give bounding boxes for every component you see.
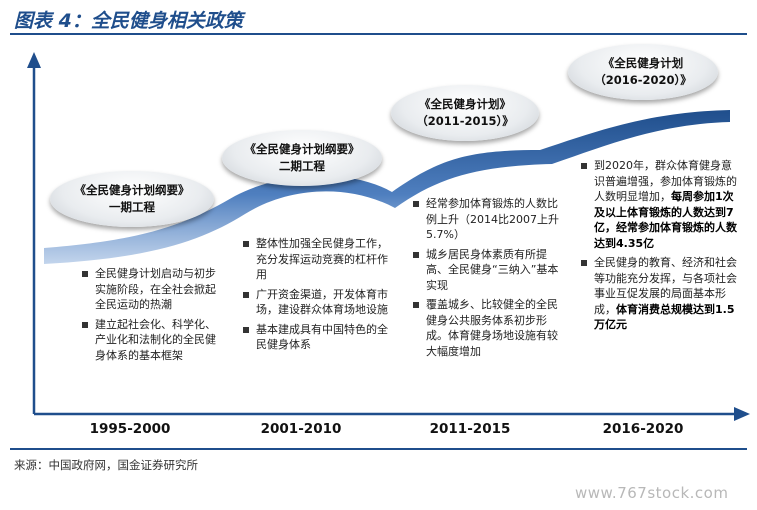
- bullet-icon: [243, 241, 249, 247]
- phase-4-details: 到2020年，群众体育健身意识普遍增强，参加体育锻炼的人数明显增加，每周参加1次…: [581, 158, 739, 337]
- top-divider: [10, 33, 747, 35]
- year-label-phase-3: 2011-2015: [429, 421, 511, 437]
- year-label-phase-4: 2016-2020: [602, 421, 684, 437]
- phase-3-item-1: 经常参加体育锻炼的人数比例上升（2014比2007上升5.7%）: [413, 196, 563, 243]
- phase-3-oval-line-1: 《全民健身计划》: [419, 97, 511, 111]
- phase-2-oval-line-1: 《全民健身计划纲要》: [244, 142, 360, 156]
- phase-4-oval-line-1: 《全民健身计划: [602, 56, 684, 70]
- phase-2-details: 整体性加强全民健身工作，充分发挥运动竞赛的杠杆作用 广开资金渠道，开发体育市场，…: [243, 236, 395, 357]
- phase-2-item-3: 基本建成具有中国特色的全民健身体系: [243, 322, 395, 353]
- phase-3-item-2-text: 城乡居民身体素质有所提高、全民健身“三纳入”基本实现: [426, 247, 559, 292]
- phase-1-item-2-text: 建立起社会化、科学化、产业化和法制化的全民健身体系的基本框架: [95, 317, 216, 362]
- phase-1-oval-line-2: 一期工程: [109, 200, 155, 214]
- bullet-icon: [413, 251, 419, 258]
- growth-band: [44, 110, 730, 264]
- phase-3-policy-oval: 《全民健身计划》 （2011-2015）》: [391, 85, 539, 141]
- bottom-divider: [10, 448, 747, 450]
- phase-2-item-1-text: 整体性加强全民健身工作，充分发挥运动竞赛的杠杆作用: [256, 237, 388, 281]
- phase-4-item-1-text: 到2020年，群众体育健身意识普遍增强，参加体育锻炼的人数明显增加，: [594, 159, 737, 203]
- phase-2-item-3-text: 基本建成具有中国特色的全民健身体系: [256, 322, 388, 352]
- phase-3-item-2: 城乡居民身体素质有所提高、全民健身“三纳入”基本实现: [413, 247, 563, 294]
- bullet-icon: [243, 291, 249, 298]
- phase-2-list: 整体性加强全民健身工作，充分发挥运动竞赛的杠杆作用 广开资金渠道，开发体育市场，…: [243, 236, 395, 353]
- bullet-icon: [82, 321, 88, 328]
- phase-4-item-1: 到2020年，群众体育健身意识普遍增强，参加体育锻炼的人数明显增加，每周参加1次…: [581, 158, 739, 251]
- phase-2-item-2-text: 广开资金渠道，开发体育市场，建设群众体育场地设施: [256, 287, 388, 317]
- phase-4-oval-line-2: （2016-2020）》: [594, 73, 692, 87]
- phase-4-item-1-highlight: 每周参加1次及以上体育锻炼的人数达到7亿，经常参加体育锻炼的人数达到4.35亿: [594, 190, 737, 250]
- phase-1-item-1-text: 全民健身计划启动与初步实施阶段，在全社会掀起全民运动的热潮: [95, 267, 216, 311]
- phase-4-policy-oval: 《全民健身计划 （2016-2020）》: [568, 44, 718, 100]
- phase-2-oval-line-2: 二期工程: [279, 159, 325, 173]
- x-axis-arrow-icon: [734, 407, 750, 421]
- phase-1-policy-oval: 《全民健身计划纲要》 一期工程: [50, 171, 214, 227]
- bullet-icon: [413, 302, 419, 308]
- bullet-icon: [243, 326, 249, 333]
- phase-1-list: 全民健身计划启动与初步实施阶段，在全社会掀起全民运动的热潮 建立起社会化、科学化…: [82, 266, 226, 363]
- phase-1-item-2: 建立起社会化、科学化、产业化和法制化的全民健身体系的基本框架: [82, 317, 226, 364]
- phase-4-item-2-text: 全民健身的教育、经济和社会等功能充分发挥，与各项社会事业互促发展的局面基本形成，: [594, 256, 737, 316]
- year-label-phase-1: 1995-2000: [89, 421, 171, 437]
- phase-4-list: 到2020年，群众体育健身意识普遍增强，参加体育锻炼的人数明显增加，每周参加1次…: [581, 158, 739, 333]
- source-note: 来源：中国政府网，国金证券研究所: [14, 458, 198, 472]
- phase-3-details: 经常参加体育锻炼的人数比例上升（2014比2007上升5.7%） 城乡居民身体素…: [413, 196, 563, 363]
- bullet-icon: [581, 163, 587, 169]
- phase-2-policy-oval: 《全民健身计划纲要》 二期工程: [222, 130, 382, 186]
- phase-3-oval-line-2: （2011-2015）》: [416, 114, 514, 128]
- phase-2-item-1: 整体性加强全民健身工作，充分发挥运动竞赛的杠杆作用: [243, 236, 395, 283]
- bullet-icon: [581, 260, 587, 266]
- site-watermark: www.767stock.com: [575, 484, 729, 502]
- phase-3-item-3: 覆盖城乡、比较健全的全民健身公共服务体系初步形成。体育健身场地设施有较大幅度增加: [413, 297, 563, 359]
- phase-4-item-2-highlight: 体育消费总规模达到1.5万亿元: [594, 302, 735, 332]
- phase-3-list: 经常参加体育锻炼的人数比例上升（2014比2007上升5.7%） 城乡居民身体素…: [413, 196, 563, 359]
- bullet-icon: [413, 201, 419, 207]
- bullet-icon: [82, 271, 88, 277]
- phase-3-item-1-text: 经常参加体育锻炼的人数比例上升（2014比2007上升5.7%）: [426, 197, 559, 241]
- phase-4-item-2: 全民健身的教育、经济和社会等功能充分发挥，与各项社会事业互促发展的局面基本形成，…: [581, 255, 739, 333]
- y-axis-arrow-icon: [27, 52, 41, 68]
- figure-title: 图表 4：全民健身相关政策: [14, 10, 243, 32]
- year-label-phase-2: 2001-2010: [260, 421, 342, 437]
- phase-3-item-3-text: 覆盖城乡、比较健全的全民健身公共服务体系初步形成。体育健身场地设施有较大幅度增加: [426, 298, 558, 358]
- phase-1-details: 全民健身计划启动与初步实施阶段，在全社会掀起全民运动的热潮 建立起社会化、科学化…: [82, 266, 226, 367]
- phase-2-item-2: 广开资金渠道，开发体育市场，建设群众体育场地设施: [243, 287, 395, 318]
- phase-1-oval-line-1: 《全民健身计划纲要》: [74, 183, 190, 197]
- phase-1-item-1: 全民健身计划启动与初步实施阶段，在全社会掀起全民运动的热潮: [82, 266, 226, 313]
